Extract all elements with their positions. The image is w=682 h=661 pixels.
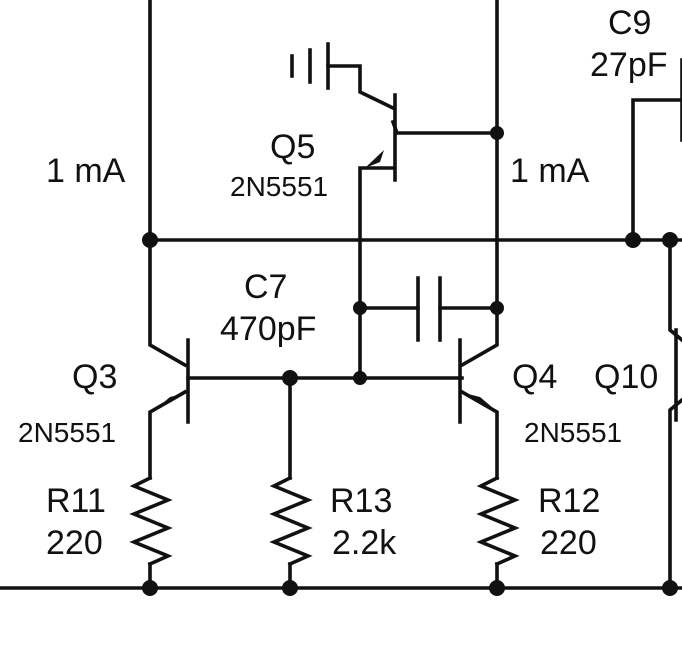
r12-value-label: 220 <box>540 524 597 562</box>
q10-ref-label: Q10 <box>594 358 658 396</box>
ground-symbol <box>290 42 330 90</box>
wire-q5-collector <box>390 119 499 135</box>
q5-part-label: 2N5551 <box>230 171 328 202</box>
q3-ref-label: Q3 <box>72 358 117 396</box>
wire-left-rail <box>148 0 188 368</box>
c9-ref-label: C9 <box>608 4 651 42</box>
transistor-q5-symbol <box>365 93 397 182</box>
q4-ref-label: Q4 <box>512 358 557 396</box>
wire-c9-lead <box>631 98 682 242</box>
c9-value-label: 27pF <box>590 46 668 84</box>
wire-right-rail <box>459 0 499 368</box>
r12-ref-label: R12 <box>538 482 600 520</box>
wire-q3-emitter <box>148 389 188 480</box>
r11-ref-label: R11 <box>46 482 106 520</box>
c7-value-label: 470pF <box>220 310 316 348</box>
r11-value-label: 220 <box>46 524 103 562</box>
capacitor-c7-symbol <box>416 276 442 342</box>
resistor-r12-symbol <box>476 475 520 567</box>
q5-ref-label: Q5 <box>270 128 315 166</box>
junction-dots <box>142 126 678 596</box>
resistor-r13-symbol <box>269 475 313 567</box>
q3-part-label: 2N5551 <box>18 417 116 448</box>
wire-right-edge-lower <box>668 397 682 590</box>
wire-q5-base <box>326 64 396 111</box>
r13-ref-label: R13 <box>330 482 392 520</box>
wire-q4-emitter <box>459 389 499 480</box>
wire-q5-emitter <box>358 166 395 380</box>
r13-value-label: 2.2k <box>332 524 397 562</box>
wire-right-edge <box>668 238 682 343</box>
current-label-left: 1 mA <box>46 152 126 190</box>
c7-ref-label: C7 <box>244 268 287 306</box>
resistor-r11-symbol <box>129 475 173 567</box>
transistor-q3-symbol <box>157 338 190 424</box>
wires <box>0 0 682 590</box>
q4-part-label: 2N5551 <box>524 417 622 448</box>
transistor-q4-symbol <box>458 338 493 424</box>
current-label-right: 1 mA <box>510 152 590 190</box>
